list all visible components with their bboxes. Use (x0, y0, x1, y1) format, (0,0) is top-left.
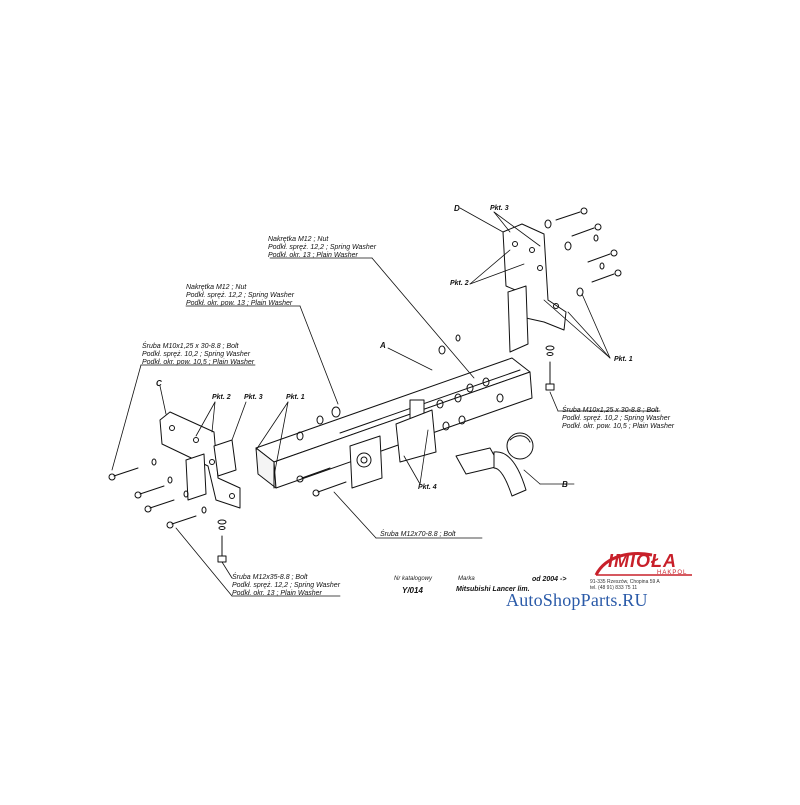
part-letter-d: D (454, 204, 460, 213)
tag-pkt2-right: Pkt. 2 (450, 280, 469, 287)
year-value: od 2004 -> (532, 576, 567, 583)
watermark-site: AutoShopParts.RU (506, 590, 648, 610)
imiola-logo-mark (594, 552, 692, 576)
socket-plate (349, 399, 437, 489)
make-label: Marka (458, 576, 475, 582)
tag-pkt4: Pkt. 4 (418, 484, 437, 491)
part-letter-b: B (562, 480, 568, 489)
make-value: Mitsubishi Lancer lim. (456, 586, 530, 593)
bracket-left (159, 411, 241, 509)
brand-sub: HAKPOL (657, 570, 688, 576)
bracket-right (502, 223, 567, 353)
tag-pkt2-left: Pkt. 2 (212, 394, 231, 401)
catalog-value: Y/014 (402, 586, 423, 595)
tag-pkt1-left: Pkt. 1 (286, 394, 305, 401)
tag-pkt1-right: Pkt. 1 (614, 356, 633, 363)
fasteners (108, 207, 622, 563)
tag-pkt3-left: Pkt. 3 (244, 394, 263, 401)
brand-name: IMIOŁA (608, 551, 677, 571)
tag-pkt3-right: Pkt. 3 (490, 205, 509, 212)
part-letter-c: C (156, 379, 162, 388)
label-bolt-center: Śruba M12x70-8.8 ; Bolt (380, 531, 456, 538)
leader-lines (111, 207, 661, 597)
towball-b (455, 432, 534, 497)
catalog-label: Nr katalogowy (394, 576, 433, 582)
part-letter-a: A (380, 341, 386, 350)
